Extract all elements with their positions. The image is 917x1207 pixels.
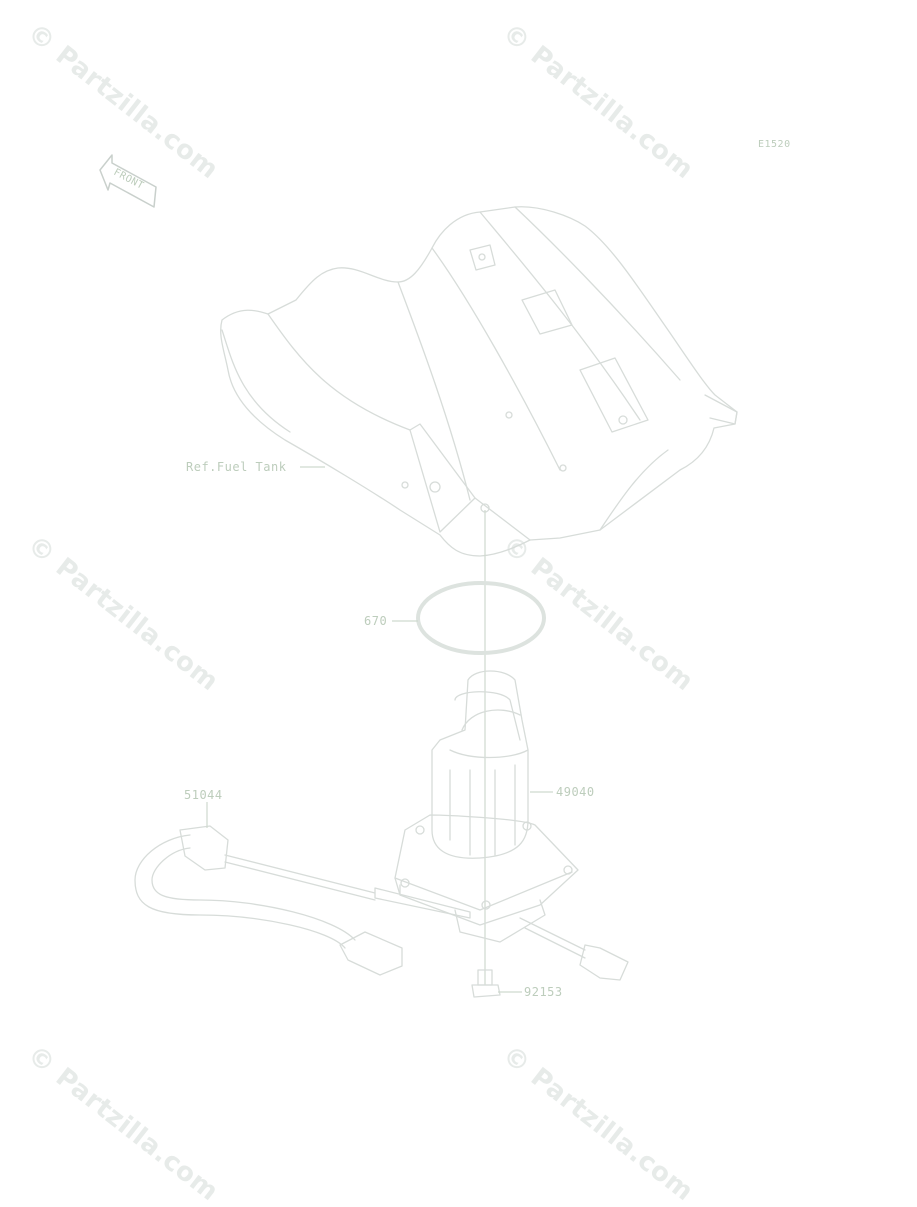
o-ring-drawing: [416, 581, 546, 655]
fuel-tank-label: Ref.Fuel Tank: [186, 460, 287, 474]
part-670-label: 670: [364, 614, 387, 628]
diagram-code: E1520: [758, 139, 791, 150]
fuel-pump-drawing: [374, 670, 629, 998]
harness-drawing: [134, 825, 403, 976]
fuel-tank-drawing: [220, 206, 738, 557]
part-92153-label: 92153: [524, 985, 563, 999]
front-label: FRONT: [112, 167, 146, 192]
part-51044-label: 51044: [184, 788, 223, 802]
front-arrow-icon: FRONT: [99, 154, 157, 208]
part-49040-label: 49040: [556, 785, 595, 799]
